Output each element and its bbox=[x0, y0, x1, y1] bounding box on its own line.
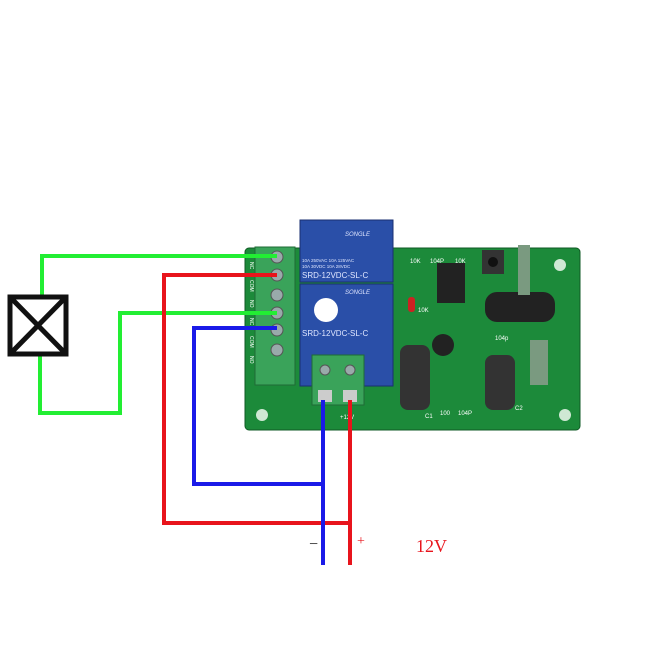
relay-model: SRD-12VDC-SL-C bbox=[302, 329, 368, 338]
relay-rating: 10A 250VAC 10A 125VAC bbox=[302, 258, 355, 263]
terminal-label: NO bbox=[248, 356, 254, 364]
relay-brand: SONGLE bbox=[345, 290, 371, 296]
negative-label: − bbox=[309, 536, 318, 553]
load-wire-green-1 bbox=[40, 254, 277, 297]
board-label: +12V bbox=[340, 415, 354, 421]
relay-brand: SONGLE bbox=[345, 232, 371, 238]
ic-chip bbox=[437, 263, 465, 303]
power-terminal-block bbox=[311, 354, 365, 406]
board-label: C2 bbox=[515, 406, 523, 412]
board-label: 10K bbox=[455, 259, 466, 265]
board-label: 100 bbox=[440, 411, 451, 417]
board-label: 104P bbox=[458, 411, 472, 417]
positive-wire-red bbox=[162, 273, 350, 525]
capacitor-c2 bbox=[485, 355, 515, 410]
terminal-label: NC bbox=[248, 318, 254, 326]
voltage-label: 12V bbox=[416, 536, 447, 556]
terminal-label: NC bbox=[248, 262, 254, 270]
antenna-coil bbox=[485, 292, 555, 322]
terminal-label: COM bbox=[248, 280, 254, 292]
board-label: 104p bbox=[495, 336, 509, 342]
board-label: C1 bbox=[425, 414, 433, 420]
relay-rating: 10A 30VDC 10A 28VDC bbox=[302, 264, 351, 269]
led bbox=[408, 297, 415, 312]
board-label: 10K bbox=[410, 259, 421, 265]
negative-wire-blue bbox=[192, 326, 323, 486]
rf-module bbox=[518, 245, 530, 295]
relay-1: SONGLE 10A 250VAC 10A 125VAC 10A 30VDC 1… bbox=[299, 219, 394, 283]
positive-label: + bbox=[357, 534, 365, 549]
relay-model: SRD-12VDC-SL-C bbox=[302, 271, 368, 280]
lamp-load-icon bbox=[7, 294, 69, 357]
board-label: 104P bbox=[430, 259, 444, 265]
terminal-label: COM bbox=[248, 336, 254, 348]
output-terminal-block bbox=[254, 246, 296, 386]
sticker bbox=[314, 298, 338, 322]
terminal-label: NO bbox=[248, 300, 254, 308]
capacitor-c1 bbox=[400, 345, 430, 410]
transistor bbox=[432, 334, 454, 356]
load-wire-green-2 bbox=[38, 311, 277, 415]
relay-board: SONGLE 10A 250VAC 10A 125VAC 10A 30VDC 1… bbox=[244, 219, 581, 431]
board-label: 10K bbox=[418, 308, 429, 314]
